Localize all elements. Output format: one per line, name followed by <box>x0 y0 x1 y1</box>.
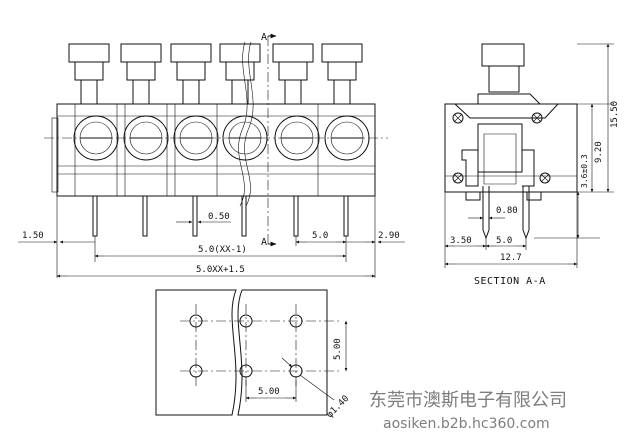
dim-side-depth: 12.7 <box>500 253 522 263</box>
terminal-body <box>56 103 376 197</box>
side-view: 15.50 9.20 3.6±0.3 0.80 3.50 5.0 12.7 SE… <box>444 43 620 287</box>
break-line <box>238 41 248 207</box>
watermark-url: aosiken.b2b.hc360.com <box>383 416 550 432</box>
watermark-company: 东莞市澳斯电子有限公司 <box>369 390 567 411</box>
pcb-hole <box>189 364 203 378</box>
terminal-position-3 <box>170 43 219 237</box>
pcb-hole <box>239 314 253 328</box>
side-body <box>444 103 578 193</box>
pcb-hole <box>289 314 303 328</box>
watermark: 东莞市澳斯电子有限公司 aosiken.b2b.hc360.com <box>369 390 567 432</box>
terminal-position-1 <box>68 43 119 237</box>
pcb-layout-view: 5.00 5.00 φ1.40 <box>155 289 351 420</box>
dim-side-height: 15.50 <box>610 101 620 128</box>
pcb-board-left <box>155 289 237 416</box>
terminal-position-2 <box>120 43 169 237</box>
dim-edge-offset: 1.50 <box>22 231 44 241</box>
terminal-position-5 <box>272 43 320 237</box>
dim-overall-length: 5.0XX+1.5 <box>196 265 245 275</box>
dim-pitch-total: 5.0(XX-1) <box>198 245 247 255</box>
pcb-hole <box>289 364 303 378</box>
front-view: A A 1.50 0.50 5.0(XX-1) 5.0XX+1.5 5.0 <box>18 32 405 278</box>
dim-hole-diameter: φ1.40 <box>325 394 351 420</box>
section-title: SECTION A-A <box>474 276 546 287</box>
dim-pitch: 5.0 <box>312 231 328 241</box>
dim-front-offset: 3.50 <box>450 236 472 246</box>
dim-side-pin-width: 0.80 <box>496 206 518 216</box>
dim-right-offset: 2.90 <box>378 231 400 241</box>
dim-side-pin-pitch: 5.0 <box>496 236 512 246</box>
dim-column-pitch: 5.00 <box>258 387 280 397</box>
pcb-hole <box>189 314 203 328</box>
dim-pin-width: 0.50 <box>208 212 230 222</box>
dim-pin-length: 3.6±0.3 <box>580 154 589 188</box>
section-marker-top: A <box>261 32 268 43</box>
dim-body-height: 9.20 <box>594 141 604 163</box>
dim-row-pitch: 5.00 <box>333 338 343 360</box>
pcb-hole <box>239 364 253 378</box>
pcb-board-right <box>237 289 328 416</box>
terminal-position-6 <box>321 43 370 237</box>
section-marker-bottom: A <box>261 237 268 248</box>
